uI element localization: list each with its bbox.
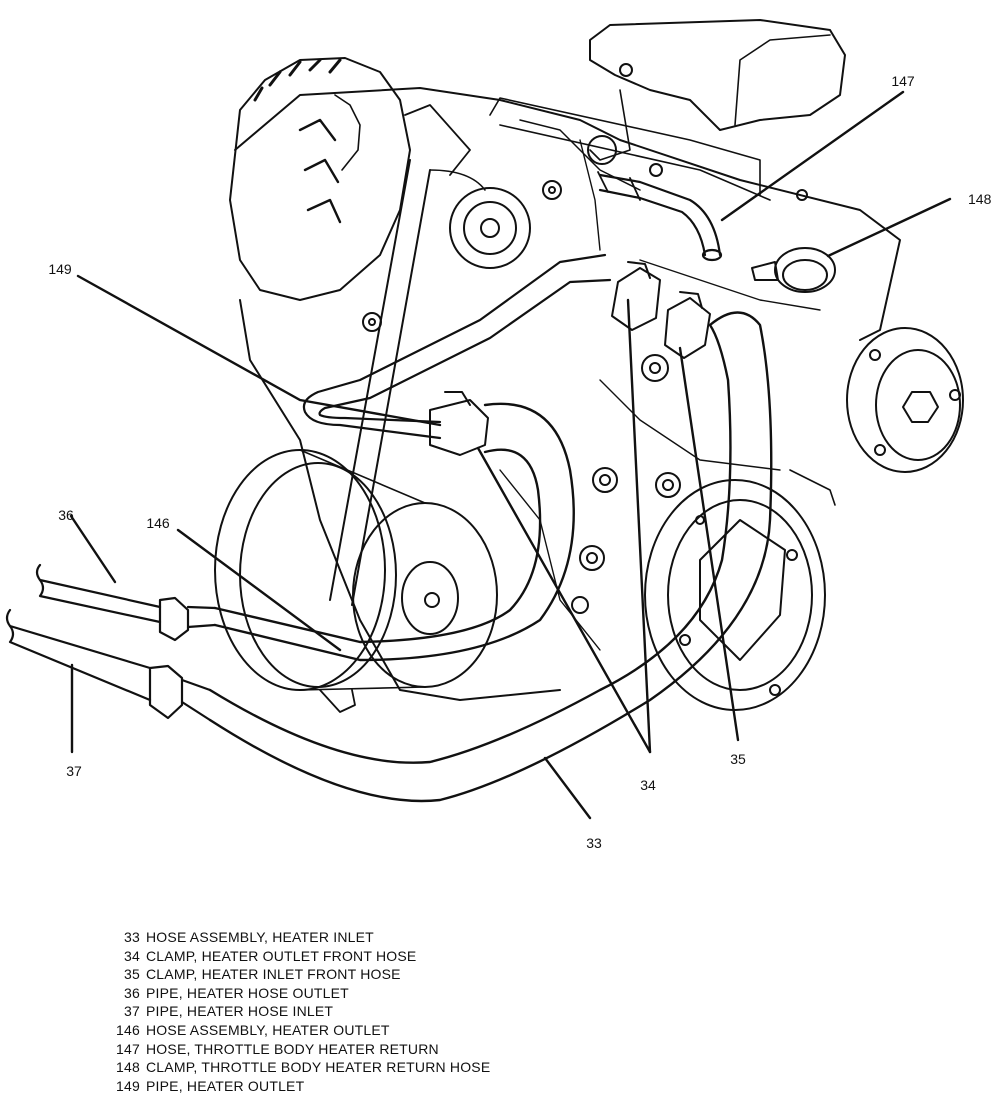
callout-149: 149: [48, 261, 72, 277]
legend-row: 34 CLAMP, HEATER OUTLET FRONT HOSE: [108, 947, 728, 966]
leader-lines: [69, 90, 952, 820]
legend-description: PIPE, HEATER HOSE OUTLET: [146, 984, 349, 1001]
pipe-36: [35, 563, 217, 642]
legend-number: 147: [116, 1040, 140, 1057]
crank-pulley: [644, 479, 826, 711]
clamp-34-lower: [429, 391, 489, 456]
legend-description: CLAMP, HEATER OUTLET FRONT HOSE: [146, 947, 417, 964]
legend-number: 37: [124, 1003, 140, 1020]
legend-number: 146: [116, 1021, 140, 1038]
legend-description: HOSE, THROTTLE BODY HEATER RETURN: [146, 1040, 439, 1057]
callout-146: 146: [146, 515, 170, 531]
callout-36: 36: [58, 507, 74, 523]
callout-35: 35: [730, 751, 746, 767]
legend-number: 33: [124, 929, 140, 945]
engine-block: [234, 63, 901, 701]
legend-row: 148 CLAMP, THROTTLE BODY HEATER RETURN HO…: [108, 1058, 728, 1077]
callout-34: 34: [640, 777, 656, 793]
clamp-34-upper: [611, 261, 661, 331]
legend-description: CLAMP, THROTTLE BODY HEATER RETURN HOSE: [146, 1059, 491, 1076]
engine-heater-hose-diagram: 147 148 149 36 146 37 35 34 33: [5, 19, 992, 851]
heater-outlet-pipe: [302, 253, 612, 440]
legend-number: 149: [116, 1077, 140, 1094]
callout-labels: 147 148 149 36 146 37 35 34 33: [48, 73, 991, 851]
legend-row: 149 PIPE, HEATER OUTLET: [108, 1077, 728, 1096]
clamp-148: [751, 247, 836, 293]
legend-row: 37 PIPE, HEATER HOSE INLET: [108, 1002, 728, 1021]
callout-33: 33: [586, 835, 602, 851]
callout-37: 37: [66, 763, 82, 779]
legend-row: 146 HOSE ASSEMBLY, HEATER OUTLET: [108, 1021, 728, 1040]
legend-number: 35: [124, 966, 140, 983]
callout-148: 148: [968, 191, 992, 207]
throttle-body-return-hose: [597, 171, 723, 262]
legend-description: CLAMP, HEATER INLET FRONT HOSE: [146, 966, 401, 983]
heater-inlet-hose: [208, 311, 773, 803]
legend-number: 148: [116, 1059, 140, 1076]
legend-row: 147 HOSE, THROTTLE BODY HEATER RETURN: [108, 1040, 728, 1059]
clamp-35: [664, 291, 711, 359]
legend-row: 33 HOSE ASSEMBLY, HEATER INLET: [108, 928, 728, 947]
legend-description: HOSE ASSEMBLY, HEATER OUTLET: [146, 1021, 390, 1038]
legend-description: PIPE, HEATER HOSE INLET: [146, 1003, 334, 1020]
heater-outlet-hose: [213, 402, 575, 662]
callout-147: 147: [891, 73, 915, 89]
water-pump-pulley: [789, 327, 964, 506]
legend-number: 36: [124, 984, 140, 1001]
alternator: [229, 57, 531, 301]
legend-description: HOSE ASSEMBLY, HEATER INLET: [146, 929, 374, 945]
legend-number: 34: [124, 947, 140, 964]
upper-housing: [587, 19, 846, 165]
legend-description: PIPE, HEATER OUTLET: [146, 1077, 305, 1094]
pipe-37: [5, 608, 212, 722]
legend-row: 36 PIPE, HEATER HOSE OUTLET: [108, 984, 728, 1003]
legend-row: 35 CLAMP, HEATER INLET FRONT HOSE: [108, 965, 728, 984]
